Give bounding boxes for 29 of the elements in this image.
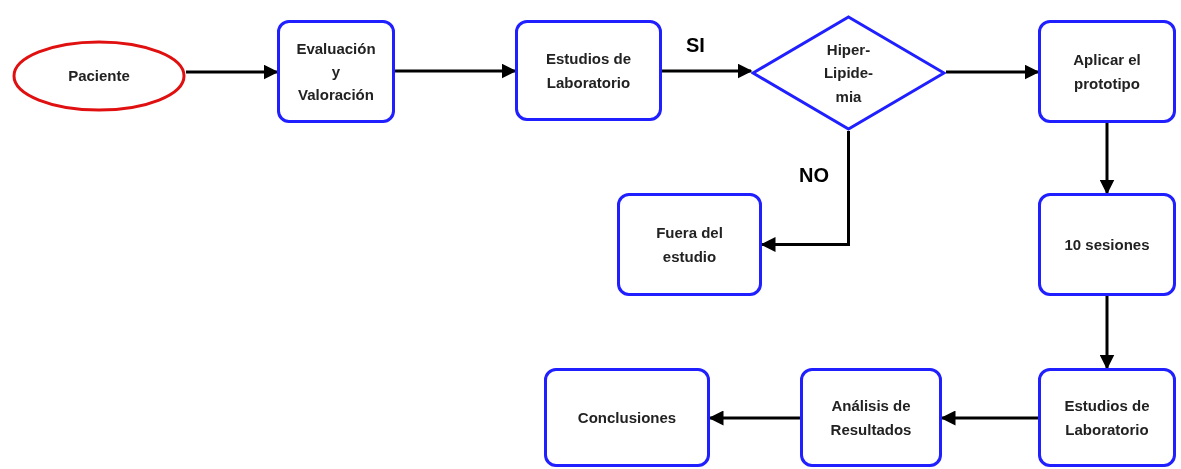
node-label: Fuera del estudio <box>655 223 724 267</box>
process-box <box>515 20 662 121</box>
node-label: 10 sesiones <box>1063 234 1151 255</box>
arrow <box>940 410 1038 426</box>
arrow <box>662 63 753 79</box>
arrow <box>1099 123 1115 195</box>
arrow <box>395 63 517 79</box>
process-box <box>544 368 710 467</box>
node-label: Estudios de Laboratorio <box>1063 396 1151 440</box>
arrow <box>708 410 800 426</box>
arrow <box>946 64 1040 80</box>
arrow <box>186 64 279 80</box>
start-ellipse <box>12 40 186 112</box>
node-label: Análisis de Resultados <box>829 396 913 440</box>
node-label: Conclusiones <box>577 407 677 428</box>
process-box <box>1038 193 1176 296</box>
decision-diamond <box>751 15 946 131</box>
process-box <box>277 20 395 123</box>
process-box <box>1038 368 1176 467</box>
node-label: Hiper- Lipide- mia <box>822 40 875 107</box>
arrow <box>1099 296 1115 370</box>
node-label: Paciente <box>67 66 131 87</box>
arrow <box>760 131 850 252</box>
node-label: Estudios de Laboratorio <box>545 49 632 93</box>
process-box <box>1038 20 1176 123</box>
process-box <box>800 368 942 467</box>
node-label: Evaluación y Valoración <box>296 38 376 106</box>
process-box <box>617 193 762 296</box>
node-label: Aplicar el prototipo <box>1072 50 1142 94</box>
